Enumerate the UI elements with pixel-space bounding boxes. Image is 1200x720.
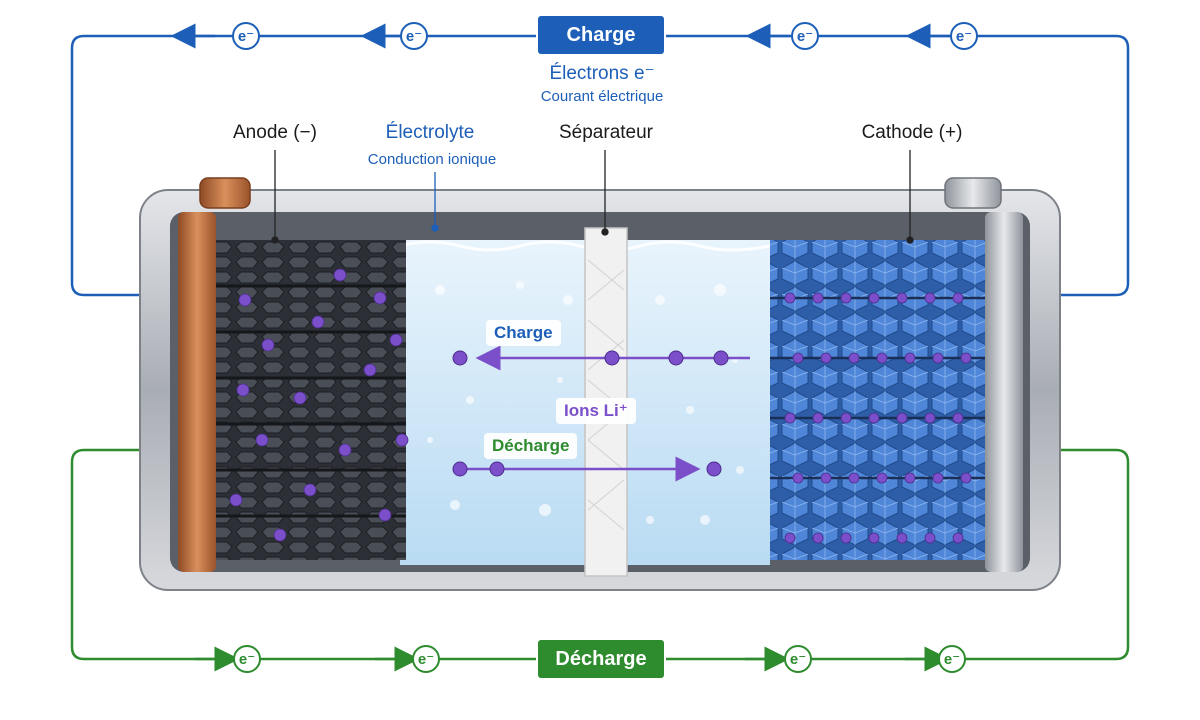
discharge-circuit-wire	[70, 448, 1130, 661]
cathode-current-collector	[985, 212, 1023, 572]
electron-icon: e⁻	[784, 645, 812, 673]
ion	[932, 352, 944, 364]
cathode-lithium-ions	[784, 292, 972, 544]
ion	[784, 412, 796, 424]
electrons-label: Électrons e⁻	[549, 63, 655, 84]
electron-icon: e⁻	[412, 645, 440, 673]
cathode-label: Cathode (+)	[861, 122, 963, 143]
ion	[840, 412, 852, 424]
ion	[784, 532, 796, 544]
ion	[876, 472, 888, 484]
moving-ions	[452, 350, 729, 477]
ion	[924, 412, 936, 424]
electrolyte-leader	[431, 172, 439, 232]
ions-label: Ions Li⁺	[556, 398, 636, 424]
ion	[868, 412, 880, 424]
ion	[363, 363, 377, 377]
anode-current-collector	[178, 212, 216, 572]
charge-ion-label: Charge	[486, 320, 561, 346]
cathode-terminal	[944, 177, 1002, 209]
ion	[840, 292, 852, 304]
ion	[303, 483, 317, 497]
electron-icon: e⁻	[950, 22, 978, 50]
ion	[604, 350, 620, 366]
ion	[820, 472, 832, 484]
ion	[395, 433, 409, 447]
ion	[713, 350, 729, 366]
anode-label: Anode (−)	[233, 122, 317, 143]
electrolyte-sublabel: Conduction ionique	[367, 151, 497, 168]
ion	[868, 292, 880, 304]
ion	[960, 472, 972, 484]
ion	[333, 268, 347, 282]
discharge-ion-label: Décharge	[484, 433, 578, 459]
ion	[876, 352, 888, 364]
electron-icon: e⁻	[791, 22, 819, 50]
charge-badge: Charge	[538, 16, 664, 54]
ion	[848, 352, 860, 364]
ion	[452, 461, 468, 477]
ion	[904, 352, 916, 364]
ion	[452, 350, 468, 366]
ion	[952, 412, 964, 424]
ion	[840, 532, 852, 544]
anode-lithium-ions	[229, 268, 409, 542]
ion	[338, 443, 352, 457]
electrolyte-surface	[399, 240, 771, 252]
ion	[896, 292, 908, 304]
ion	[378, 508, 392, 522]
ion	[792, 352, 804, 364]
ion	[293, 391, 307, 405]
anode-layer-lines	[216, 284, 406, 518]
ion	[229, 493, 243, 507]
ion	[238, 293, 252, 307]
ion	[924, 532, 936, 544]
ion	[868, 532, 880, 544]
ion	[311, 315, 325, 329]
ion	[812, 532, 824, 544]
electron-icon: e⁻	[938, 645, 966, 673]
ion	[932, 472, 944, 484]
anode-graphite-layers	[216, 240, 406, 560]
ion	[952, 292, 964, 304]
electron-icon: e⁻	[232, 22, 260, 50]
ion	[261, 338, 275, 352]
anode-terminal	[199, 177, 251, 209]
ion	[373, 291, 387, 305]
ion	[255, 433, 269, 447]
separator-label: Séparateur	[558, 122, 654, 143]
cathode-crystal-layers	[770, 240, 985, 560]
ion	[904, 472, 916, 484]
ion	[812, 412, 824, 424]
ion	[960, 352, 972, 364]
ion	[706, 461, 722, 477]
electron-icon: e⁻	[233, 645, 261, 673]
ion	[848, 472, 860, 484]
ion	[820, 352, 832, 364]
ion	[952, 532, 964, 544]
ion	[896, 412, 908, 424]
ion	[236, 383, 250, 397]
current-label: Courant électrique	[540, 88, 664, 105]
ion	[389, 333, 403, 347]
discharge-badge: Décharge	[538, 640, 664, 678]
ion	[489, 461, 505, 477]
electron-icon: e⁻	[400, 22, 428, 50]
ion	[924, 292, 936, 304]
charge-circuit-wire	[70, 34, 1130, 297]
ion	[784, 292, 796, 304]
ion	[792, 472, 804, 484]
electrolyte-label: Électrolyte	[385, 122, 475, 143]
ion	[812, 292, 824, 304]
ion	[896, 532, 908, 544]
ion	[273, 528, 287, 542]
separator-texture	[587, 259, 625, 531]
leader-lines	[271, 150, 914, 244]
ion	[668, 350, 684, 366]
